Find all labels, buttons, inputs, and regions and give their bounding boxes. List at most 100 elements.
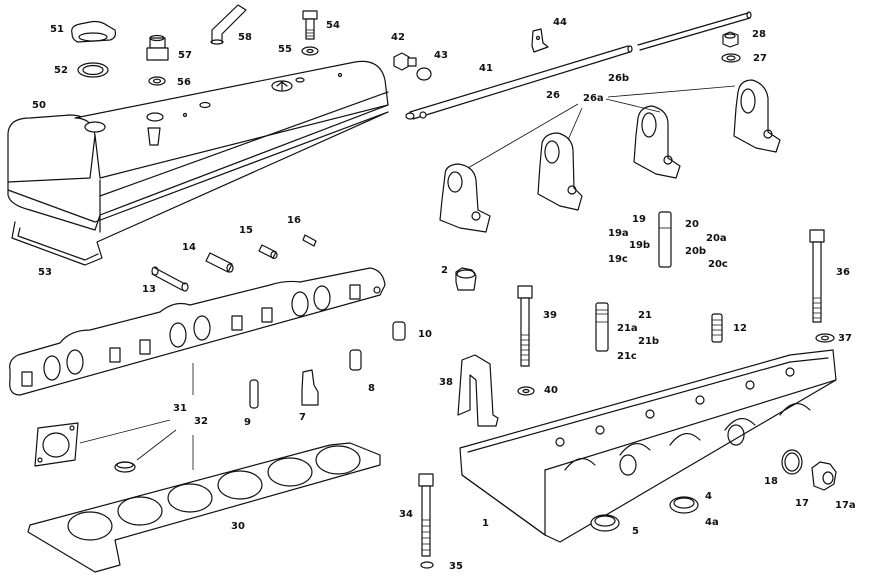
seal-ring-4 — [669, 496, 699, 514]
callout-34: 34 — [399, 509, 413, 520]
fitting-washer — [148, 76, 166, 86]
cylinder-head — [459, 349, 837, 543]
callout-19: 19 — [632, 214, 646, 225]
valve-guide-20 — [658, 211, 672, 268]
leader-26a — [467, 85, 736, 169]
callout-12: 12 — [733, 323, 747, 334]
callout-17: 17 — [795, 498, 809, 509]
bracket — [457, 354, 499, 427]
breather-hose — [210, 4, 247, 45]
valve-cover-gasket — [11, 111, 389, 266]
dowel-sleeve — [711, 313, 723, 343]
part-7 — [301, 369, 319, 406]
callout-54: 54 — [326, 20, 340, 31]
part-9 — [249, 379, 259, 409]
breather-fitting — [146, 34, 169, 61]
part-8 — [349, 349, 362, 371]
head-bolt-39 — [517, 285, 533, 367]
callout-4: 4 — [705, 491, 712, 502]
callout-58: 58 — [238, 32, 252, 43]
callout-52: 52 — [54, 65, 68, 76]
bolt-washer-35 — [420, 561, 434, 569]
callout-20b: 20b — [685, 246, 707, 257]
callout-15: 15 — [239, 225, 253, 236]
manifold-gasket — [9, 267, 386, 396]
callout-41: 41 — [479, 63, 493, 74]
callout-31: 31 — [173, 403, 187, 414]
callout-50: 50 — [32, 100, 46, 111]
callout-14: 14 — [182, 242, 196, 253]
callout-9: 9 — [244, 417, 251, 428]
callout-37: 37 — [838, 333, 852, 344]
callout-39: 39 — [543, 310, 557, 321]
cover-bolt — [302, 10, 318, 40]
part-10 — [392, 321, 406, 341]
callout-21c: 21c — [617, 351, 637, 362]
callout-55: 55 — [278, 44, 292, 55]
callout-19a: 19a — [608, 228, 629, 239]
callout-19b: 19b — [629, 240, 651, 251]
oil-filler-cap — [71, 20, 117, 43]
seal-ring-5 — [590, 514, 620, 532]
callout-43: 43 — [434, 50, 448, 61]
cap-nut-17 — [811, 461, 837, 491]
flange-gasket — [34, 419, 171, 467]
seal-ring-18 — [781, 449, 803, 475]
callout-20: 20 — [685, 219, 699, 230]
callout-36: 36 — [836, 267, 850, 278]
banjo-plug — [393, 52, 417, 71]
callout-1: 1 — [482, 518, 489, 529]
head-bolt-34 — [418, 473, 434, 557]
oil-spray-pipe — [405, 11, 752, 120]
stud-14 — [205, 252, 234, 273]
stud-13 — [151, 266, 189, 292]
sealing-ring — [114, 429, 177, 473]
callout-57: 57 — [178, 50, 192, 61]
callout-20a: 20a — [706, 233, 727, 244]
callout-5: 5 — [632, 526, 639, 537]
callout-16: 16 — [287, 215, 301, 226]
stud-15 — [258, 244, 278, 260]
filler-cap-seal — [77, 62, 109, 78]
cylinder-head-gasket — [27, 442, 381, 573]
callout-27: 27 — [753, 53, 767, 64]
callout-13: 13 — [142, 284, 156, 295]
pipe-clip — [531, 28, 549, 53]
callout-35: 35 — [449, 561, 463, 572]
stud-16 — [302, 234, 317, 247]
callout-20c: 20c — [708, 259, 728, 270]
bolt-washer — [301, 46, 319, 56]
screw-plug — [455, 267, 477, 291]
callout-17a: 17a — [835, 500, 856, 511]
sealing-cap — [416, 67, 432, 81]
callout-38: 38 — [439, 377, 453, 388]
bolt-washer-40 — [517, 386, 535, 396]
callout-30: 30 — [231, 521, 245, 532]
callout-8: 8 — [368, 383, 375, 394]
callout-26b: 26b — [608, 73, 630, 84]
callout-7: 7 — [299, 412, 306, 423]
callout-2: 2 — [441, 265, 448, 276]
callout-21b: 21b — [638, 336, 660, 347]
callout-28: 28 — [752, 29, 766, 40]
bolt-washer-37 — [815, 333, 835, 343]
callout-53: 53 — [38, 267, 52, 278]
valve-cover — [7, 60, 389, 233]
head-bolt-36 — [809, 229, 825, 323]
callout-51: 51 — [50, 24, 64, 35]
callout-32: 32 — [194, 416, 208, 427]
valve-guide-21 — [595, 302, 609, 352]
callout-42: 42 — [391, 32, 405, 43]
callout-21a: 21a — [617, 323, 638, 334]
bearing-washer — [721, 53, 741, 63]
callout-44: 44 — [553, 17, 567, 28]
callout-26: 26 — [546, 90, 560, 101]
callout-26a: 26a — [583, 93, 604, 104]
callout-18: 18 — [764, 476, 778, 487]
camshaft-bearing-pedestals — [439, 79, 781, 233]
callout-10: 10 — [418, 329, 432, 340]
bearing-nut — [722, 31, 739, 48]
callout-4a: 4a — [705, 517, 719, 528]
